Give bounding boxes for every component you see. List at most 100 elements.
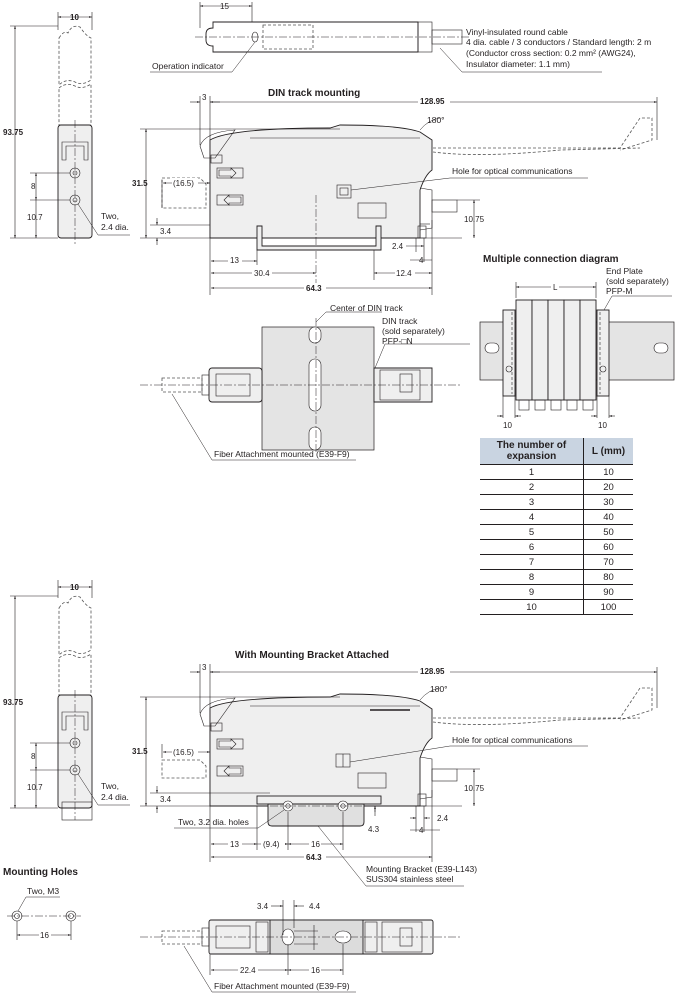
cell-count: 8 [480,569,584,585]
end-plate-label-3: PFP-M [606,286,632,296]
din-fiber-label: Fiber Attachment mounted (E39-F9) [214,449,350,459]
end2-pitch: 8 [31,752,36,761]
bracket-dim-fiber: (16.5) [173,748,194,757]
cell-length: 100 [583,599,633,615]
din-dim-10-75: 10.75 [464,215,485,224]
din-side-view: DIN track mounting 3 128.95 180° [132,88,658,295]
multi-end-width-left: 10 [503,421,512,430]
bracket-title: With Mounting Bracket Attached [235,650,389,661]
bracket-dim-4-3: 4.3 [368,825,380,834]
din-optical-hole-label: Hole for optical communications [452,166,572,176]
din-dim-4: 4 [419,256,424,265]
end2-holes-note-2: 2.4 dia. [101,792,129,802]
table-header-row: The number of expansion L (mm) [480,438,633,465]
top-dim-3-4: 3.4 [257,902,269,911]
bracket-angle: 180° [430,684,448,694]
bracket-label-2: SUS304 stainless steel [366,874,454,884]
end2-offset: 10.7 [27,783,43,792]
din-dim-30-4: 30.4 [254,269,270,278]
bracket-dim-4: 4 [419,826,424,835]
end-plate-right [596,309,610,397]
cell-length: 10 [583,464,633,480]
cell-length: 70 [583,554,633,570]
operation-indicator-label: Operation indicator [152,61,224,71]
din-dim-height: 31.5 [132,179,148,188]
header-number-of-expansion: The number of expansion [480,438,584,465]
end-view-1: 10 93.75 8 10.7 Two, 2.4 dia. [3,12,130,245]
bracket-top-view: 3.4 4.4 22.4 16 Fiber Attachment mounted… [140,900,460,993]
top-dim-4-4: 4.4 [309,902,321,911]
end1-offset: 10.7 [27,213,43,222]
din-dim-2-4: 2.4 [392,242,404,251]
cell-length: 50 [583,524,633,540]
multi-end-width-right: 10 [598,421,607,430]
din-dim-fiber: (16.5) [173,179,194,188]
bracket-holes-label: Two, 3.2 dia. holes [178,817,249,827]
cell-length: 40 [583,509,633,525]
cell-count: 5 [480,524,584,540]
din-dim-13: 13 [230,256,239,265]
end-view-2: 10 93.75 8 10.7 Two, 2.4 dia. [3,580,130,821]
end1-width: 10 [70,13,79,22]
din-dim-3: 3 [202,93,207,102]
mounting-holes-pitch: 16 [40,931,49,940]
bracket-label-1: Mounting Bracket (E39-L143) [366,864,477,874]
din-track-label-1: DIN track [382,316,418,326]
top-dim-16: 16 [311,966,320,975]
cell-length: 60 [583,539,633,555]
din-track-label-3: PFP-□N [382,336,413,346]
bracket-dim-9-4: (9.4) [263,840,280,849]
din-center-label: Center of DIN track [330,303,403,313]
mounting-holes-title: Mounting Holes [3,867,78,878]
end1-pitch: 8 [31,182,36,191]
bracket-dim-3-4: 3.4 [160,795,172,804]
din-dim-overall: 128.95 [420,97,445,106]
top-fiber-label: Fiber Attachment mounted (E39-F9) [214,981,350,991]
bracket-dim-2-4: 2.4 [437,814,449,823]
cell-count: 9 [480,584,584,600]
cable-note-1: Vinyl-insulated round cable [466,27,568,37]
end-plate-left [502,309,516,397]
end2-holes-note-1: Two, [101,781,119,791]
din-dim-3-4: 3.4 [160,227,172,236]
bracket-dim-64-3: 64.3 [306,853,322,862]
end1-holes-note-2: 2.4 dia. [101,222,129,232]
mounting-holes: Mounting Holes 16 Two, M3 [3,867,81,940]
cable-note-4: Insulator diameter: 1.1 mm) [466,59,570,69]
cell-count: 2 [480,479,584,495]
bracket-dim-10-75: 10.75 [464,784,485,793]
cell-count: 3 [480,494,584,510]
cell-count: 1 [480,464,584,480]
bracket-side-view: With Mounting Bracket Attached 3 128.95 [132,650,658,887]
cell-count: 7 [480,554,584,570]
top-view-upper: 15 Operation indicator Vinyl-insulated r… [150,2,651,73]
cable-note-2: 4 dia. cable / 3 conductors / Standard l… [466,37,651,47]
din-dim-12-4: 12.4 [396,269,412,278]
cell-count: 10 [480,599,584,615]
end2-width: 10 [70,583,79,592]
bracket-dim-overall: 128.95 [420,667,445,676]
bracket-dim-height: 31.5 [132,747,148,756]
din-title: DIN track mounting [268,88,360,99]
bracket-dim-3: 3 [202,663,207,672]
end1-height: 93.75 [3,128,24,137]
multi-l-label: L [553,283,558,292]
cell-length: 20 [583,479,633,495]
cell-count: 6 [480,539,584,555]
din-track-label-2: (sold separately) [382,326,445,336]
header-l-mm: L (mm) [583,438,633,465]
end-plate-label-1: End Plate [606,266,643,276]
din-dim-64-3: 64.3 [306,284,322,293]
